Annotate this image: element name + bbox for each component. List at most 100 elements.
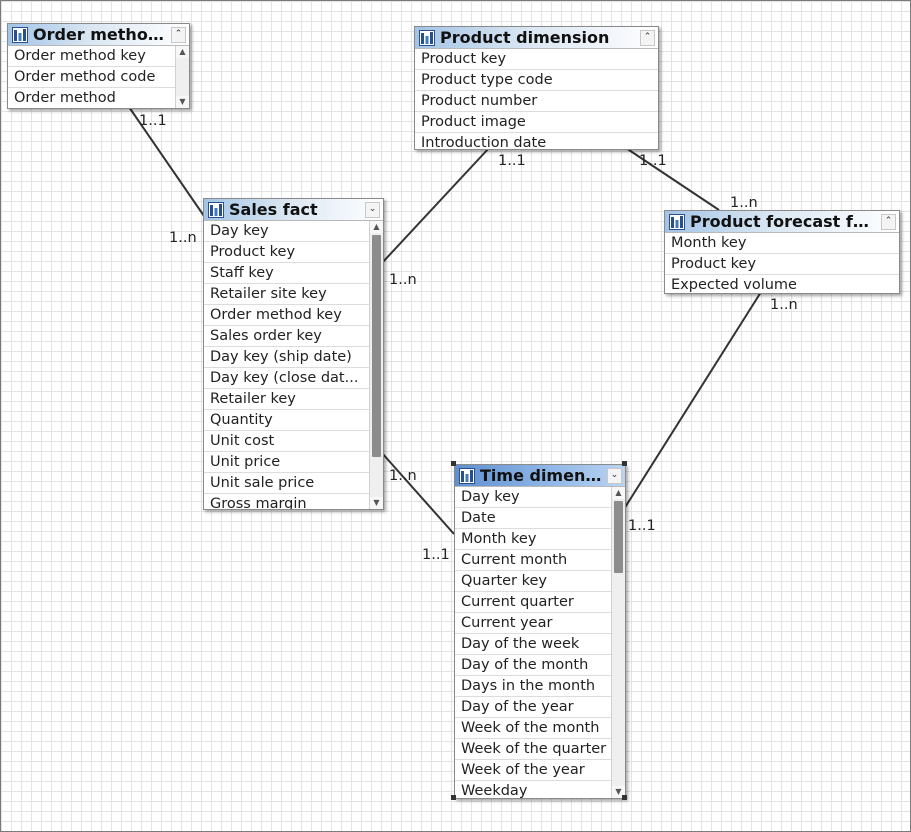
field-row[interactable]: Current quarter — [455, 592, 612, 613]
cardinality-label: 1..1 — [139, 113, 167, 129]
entity-title: Product dimension — [440, 28, 610, 47]
cardinality-label: 1..1 — [639, 153, 667, 169]
field-row[interactable]: Day key (close dat... — [204, 368, 370, 389]
field-row[interactable]: Unit cost — [204, 431, 370, 452]
relationship-line-order_method-sales[interactable] — [128, 106, 205, 217]
field-row[interactable]: Month key — [665, 233, 899, 254]
scroll-up-icon[interactable]: ▲ — [176, 46, 189, 58]
field-row[interactable]: Order method key — [204, 305, 370, 326]
entity-title: Order method... — [33, 25, 166, 44]
scrollbar-thumb[interactable] — [372, 235, 381, 457]
field-row[interactable]: Day of the year — [455, 697, 612, 718]
relationship-line-product-forecast[interactable] — [625, 147, 720, 211]
entity-header[interactable]: Product forecast fact ⌃ — [665, 211, 899, 233]
expand-chevron-down-icon[interactable]: ⌄ — [365, 202, 380, 218]
field-row[interactable]: Week of the month — [455, 718, 612, 739]
collapse-chevron-up-icon[interactable]: ⌃ — [640, 30, 655, 46]
field-row[interactable]: Product key — [415, 49, 658, 70]
field-row[interactable]: Quarter key — [455, 571, 612, 592]
scrollbar-thumb[interactable] — [614, 501, 623, 573]
resize-handle[interactable] — [622, 795, 627, 800]
field-row[interactable]: Order method — [8, 88, 176, 108]
field-row[interactable]: Day of the week — [455, 634, 612, 655]
field-row[interactable]: Introduction date — [415, 133, 658, 149]
field-row[interactable]: Weekday — [455, 781, 612, 798]
entity-title: Time dimen... — [480, 466, 602, 485]
query-subject-icon — [669, 213, 685, 230]
relationship-line-product-sales[interactable] — [381, 147, 490, 264]
field-row[interactable]: Product key — [204, 242, 370, 263]
field-row[interactable]: Unit sale price — [204, 473, 370, 494]
vertical-scrollbar[interactable]: ▲▼ — [611, 487, 625, 798]
query-subject-icon — [419, 29, 435, 46]
cardinality-label: 1..1 — [422, 547, 450, 563]
field-row[interactable]: Date — [455, 508, 612, 529]
field-row[interactable]: Product type code — [415, 70, 658, 91]
entity-header[interactable]: Time dimen... ⌄ — [455, 465, 625, 487]
field-row[interactable]: Current month — [455, 550, 612, 571]
entity-title: Product forecast fact — [690, 212, 876, 231]
field-row[interactable]: Day key — [455, 487, 612, 508]
field-row[interactable]: Product image — [415, 112, 658, 133]
scroll-up-icon[interactable]: ▲ — [612, 487, 625, 499]
field-row[interactable]: Week of the quarter — [455, 739, 612, 760]
entity-header[interactable]: Product dimension ⌃ — [415, 27, 658, 49]
vertical-scrollbar[interactable]: ▲▼ — [175, 46, 189, 108]
field-row[interactable]: Days in the month — [455, 676, 612, 697]
scroll-down-icon[interactable]: ▼ — [612, 786, 625, 798]
field-row[interactable]: Sales order key — [204, 326, 370, 347]
field-row[interactable]: Quantity — [204, 410, 370, 431]
field-row[interactable]: Order method key — [8, 46, 176, 67]
field-row[interactable]: Day key — [204, 221, 370, 242]
field-row[interactable]: Month key — [455, 529, 612, 550]
relationship-line-sales-time[interactable] — [381, 452, 455, 535]
entity-header[interactable]: Sales fact ⌄ — [204, 199, 383, 221]
scroll-down-icon[interactable]: ▼ — [176, 96, 189, 108]
field-row[interactable]: Expected volume — [665, 275, 899, 293]
cardinality-label: 1..n — [389, 468, 417, 484]
entity-header[interactable]: Order method... ⌃ — [8, 24, 189, 46]
collapse-chevron-up-icon[interactable]: ⌃ — [171, 27, 186, 43]
field-row[interactable]: Order method code — [8, 67, 176, 88]
query-subject-icon — [459, 467, 475, 484]
field-row[interactable]: Week of the year — [455, 760, 612, 781]
vertical-scrollbar[interactable]: ▲▼ — [369, 221, 383, 509]
cardinality-label: 1..n — [770, 297, 798, 313]
field-row[interactable]: Day key (ship date) — [204, 347, 370, 368]
cardinality-label: 1..n — [169, 230, 197, 246]
cardinality-label: 1..n — [389, 272, 417, 288]
scroll-down-icon[interactable]: ▼ — [370, 497, 383, 509]
cardinality-label: 1..1 — [498, 153, 526, 169]
field-row[interactable]: Unit price — [204, 452, 370, 473]
entity-title: Sales fact — [229, 200, 318, 219]
field-row[interactable]: Current year — [455, 613, 612, 634]
field-row[interactable]: Staff key — [204, 263, 370, 284]
resize-handle[interactable] — [622, 461, 627, 466]
resize-handle[interactable] — [451, 461, 456, 466]
query-subject-icon — [12, 26, 28, 43]
field-row[interactable]: Gross margin — [204, 494, 370, 509]
field-row[interactable]: Product number — [415, 91, 658, 112]
collapse-chevron-up-icon[interactable]: ⌃ — [881, 214, 896, 230]
field-row[interactable]: Retailer site key — [204, 284, 370, 305]
expand-chevron-down-icon[interactable]: ⌄ — [607, 468, 622, 484]
scroll-up-icon[interactable]: ▲ — [370, 221, 383, 233]
field-row[interactable]: Product key — [665, 254, 899, 275]
field-row[interactable]: Day of the month — [455, 655, 612, 676]
resize-handle[interactable] — [451, 795, 456, 800]
cardinality-label: 1..1 — [628, 518, 656, 534]
field-row[interactable]: Retailer key — [204, 389, 370, 410]
relationship-line-forecast-time[interactable] — [623, 291, 762, 510]
